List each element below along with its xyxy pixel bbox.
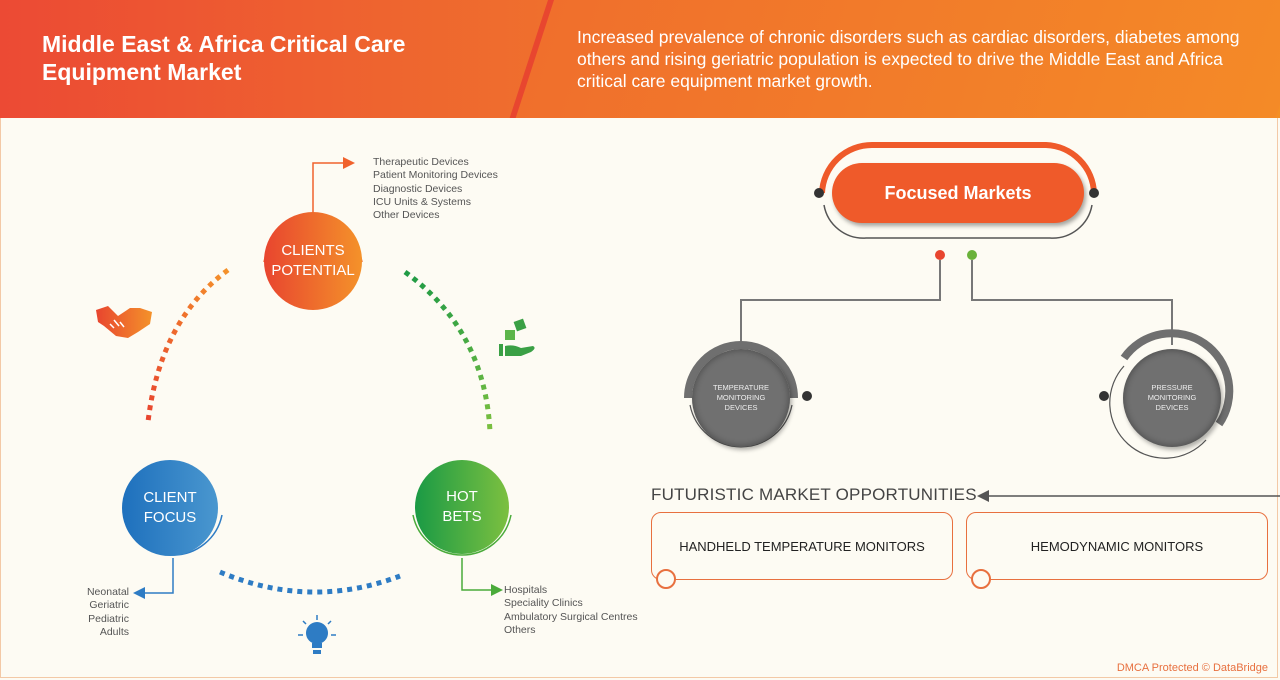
list-item: Speciality Clinics	[504, 597, 583, 610]
clients-potential-list: Therapeutic Devices Patient Monitoring D…	[373, 156, 498, 222]
copyright-footer: DMCA Protected © DataBridge	[1116, 662, 1268, 674]
list-item: Pediatric	[88, 612, 129, 625]
list-item: Geriatric	[89, 599, 129, 612]
circle-marker-icon	[971, 569, 991, 589]
opportunity-card: HANDHELD TEMPERATURE MONITORS	[651, 512, 953, 589]
list-item: Adults	[99, 625, 129, 638]
hot-bets-list: Hospitals Speciality Clinics Ambulatory …	[504, 584, 638, 637]
opportunity-card: HEMODYNAMIC MONITORS	[966, 512, 1268, 589]
page-title: Middle East & Africa Critical Care Equip…	[42, 31, 406, 85]
dotted-arc-blue	[219, 569, 401, 595]
list-item: Therapeutic Devices	[373, 156, 469, 168]
dot-green	[967, 250, 977, 260]
dotted-arc-green	[403, 269, 493, 433]
dotted-arc-orange	[145, 267, 230, 423]
list-item: Patient Monitoring Devices	[373, 169, 498, 182]
futuristic-opportunities-title: FUTURISTIC MARKET OPPORTUNITIES	[651, 485, 977, 504]
list-item: Hospitals	[504, 584, 548, 596]
circle-marker-icon	[656, 569, 676, 589]
list-item: ICU Units & Systems	[373, 195, 472, 208]
handshake-icon	[96, 306, 152, 338]
list-item: Ambulatory Surgical Centres	[504, 610, 638, 623]
lightbulb-icon	[298, 615, 336, 654]
list-item: Others	[504, 623, 536, 636]
list-item: Diagnostic Devices	[373, 182, 463, 195]
dot-red	[935, 250, 945, 260]
header-banner	[0, 0, 1280, 118]
list-item: Neonatal	[86, 586, 129, 598]
content-frame	[0, 118, 1278, 678]
list-item: Other Devices	[373, 209, 440, 222]
dice-hand-icon	[499, 318, 535, 356]
header-description: Increased prevalence of chronic disorder…	[577, 27, 1240, 91]
client-focus-list: Neonatal Geriatric Pediatric Adults	[70, 586, 129, 639]
focused-markets-badge: Focused Markets	[832, 163, 1084, 223]
